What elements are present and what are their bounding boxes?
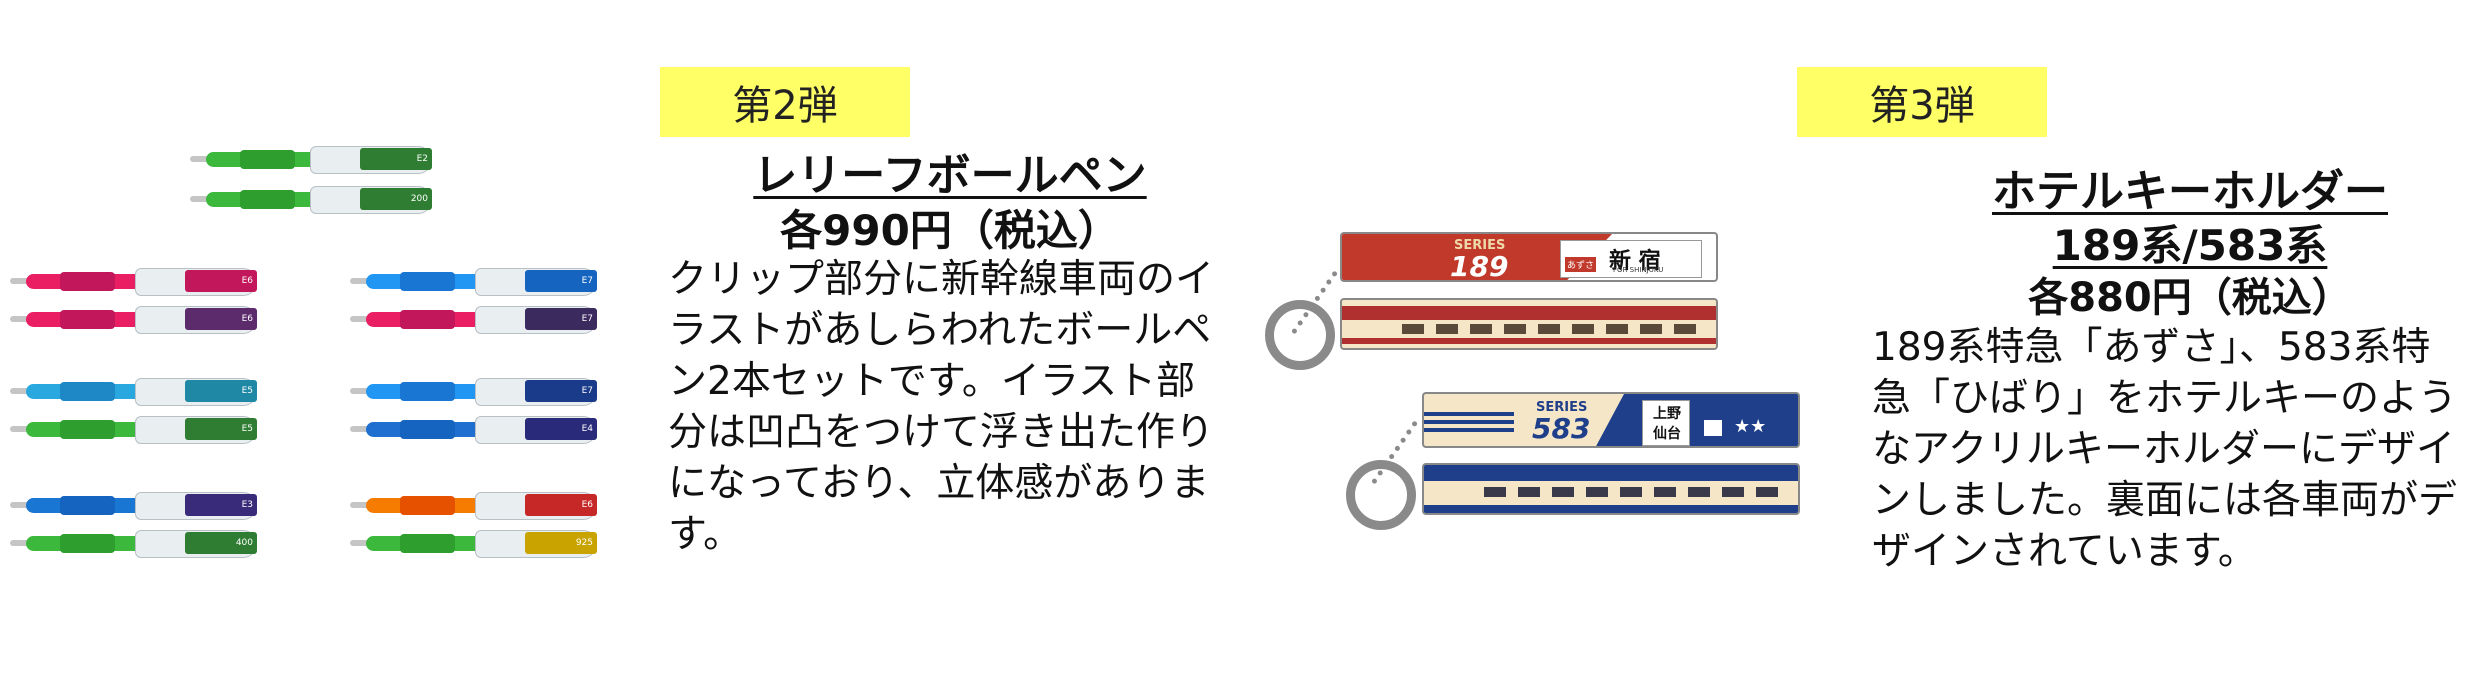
sign-icon <box>1704 420 1722 436</box>
pen-grip <box>60 496 115 515</box>
pen-grip <box>400 420 455 439</box>
pen-tip <box>350 388 370 394</box>
train-illustration-plate: E5 <box>185 418 257 440</box>
ballpen-title: レリーフボールペン <box>753 150 1147 201</box>
dest-name2-583: 仙台 <box>1653 426 1681 442</box>
train-illustration-plate: 925 <box>525 532 597 554</box>
ballpen: E6 <box>350 492 615 520</box>
keyholder-189-back <box>1340 298 1718 350</box>
ballpen: E4 <box>350 416 615 444</box>
keyholder-title-line2: 189系/583系 <box>2052 221 2328 270</box>
dest-en-189: FOR SHINJUKU <box>1613 266 1664 274</box>
ballpen: E5 <box>10 416 275 444</box>
pen-grip <box>60 310 115 329</box>
train-illustration-plate: E3 <box>185 494 257 516</box>
ballpen: 925 <box>350 530 615 558</box>
ballpen: E2 <box>190 146 450 174</box>
pen-tip <box>10 426 30 432</box>
keyholder-189-front: SERIES 189 あずさ 新 宿 FOR SHINJUKU <box>1340 232 1718 282</box>
pen-grip <box>60 534 115 553</box>
pen-tip <box>10 502 30 508</box>
ballpen: 200 <box>190 186 450 214</box>
ballpen: E6 <box>10 306 275 334</box>
pen-tip <box>10 388 30 394</box>
train-illustration-plate: E6 <box>525 494 597 516</box>
pen-grip <box>400 310 455 329</box>
train-illustration-plate: E5 <box>185 380 257 402</box>
keyholder-description: 189系特急「あずさ」、583系特急「ひばり」をホテルキーのようなアクリルキーホ… <box>1872 325 2458 574</box>
pen-tip <box>10 278 30 284</box>
train-illustration-plate: E6 <box>185 270 257 292</box>
train-illustration-plate: 200 <box>360 188 432 210</box>
train-illustration-plate: E2 <box>360 148 432 170</box>
pen-grip <box>400 382 455 401</box>
keyholder-price: 各880円（税込） <box>2028 275 2352 321</box>
pen-grip <box>60 420 115 439</box>
pen-tip <box>190 156 210 162</box>
ballpen-price: 各990円（税込） <box>780 206 1120 255</box>
pen-tip <box>350 278 370 284</box>
keyholder-title-block: ホテルキーホルダー 189系/583系 各880円（税込） <box>1900 165 2473 323</box>
pen-tip <box>350 316 370 322</box>
series-label-189: SERIES <box>1454 238 1506 253</box>
ballpen: E5 <box>10 378 275 406</box>
dest-kana-189: あずさ <box>1565 257 1597 272</box>
train-illustration-plate: 400 <box>185 532 257 554</box>
train-illustration-plate: E7 <box>525 380 597 402</box>
ballpen: E7 <box>350 378 615 406</box>
pen-grip <box>240 150 295 169</box>
ballpen: E7 <box>350 268 615 296</box>
dest-name-583: 上野 <box>1653 406 1681 422</box>
ballpen: E7 <box>350 306 615 334</box>
pen-grip <box>60 272 115 291</box>
series-number-189: 189 <box>1450 250 1509 282</box>
pen-tip <box>350 540 370 546</box>
pen-tip <box>10 540 30 546</box>
keyholder-583-front: SERIES 583 上野 仙台 ★★ <box>1422 392 1800 448</box>
train-illustration-plate: E7 <box>525 308 597 330</box>
series-label-583: SERIES <box>1536 400 1588 415</box>
section2-badge: 第2弾 <box>660 67 910 137</box>
dest-name-189: 新 宿 <box>1609 249 1661 274</box>
hotel-keyholder-image: SERIES 189 あずさ 新 宿 FOR SHINJUKU SERIES 5… <box>1262 220 1802 550</box>
star-icon: ★★ <box>1734 416 1767 437</box>
pen-tip <box>10 316 30 322</box>
pen-tip <box>350 502 370 508</box>
pen-grip <box>400 272 455 291</box>
pen-grip <box>240 190 295 209</box>
keyring-icon <box>1346 460 1416 530</box>
pen-grip <box>60 382 115 401</box>
pen-grip <box>400 496 455 515</box>
ballpen-description: クリップ部分に新幹線車両のイラストがあしらわれたボールペン2本セットです。イラス… <box>668 257 1215 557</box>
train-illustration-plate: E7 <box>525 270 597 292</box>
destination-board-189: あずさ 新 宿 FOR SHINJUKU <box>1560 240 1702 278</box>
train-illustration-plate: E4 <box>525 418 597 440</box>
section3-badge: 第3弾 <box>1797 67 2047 137</box>
keyring-icon <box>1265 300 1335 370</box>
train-illustration-plate: E6 <box>185 308 257 330</box>
keyholder-title-line1: ホテルキーホルダー <box>1992 166 2388 217</box>
ballpen: E3 <box>10 492 275 520</box>
ballpen: 400 <box>10 530 275 558</box>
keyholder-583-back <box>1422 463 1800 515</box>
destination-board-583: 上野 仙台 <box>1642 400 1690 446</box>
pen-grip <box>400 534 455 553</box>
ballpen: E6 <box>10 268 275 296</box>
series-number-583: 583 <box>1532 412 1591 445</box>
pen-tip <box>350 426 370 432</box>
pen-tip <box>190 196 210 202</box>
ballpen-title-block: レリーフボールペン 各990円（税込） <box>665 148 1235 258</box>
